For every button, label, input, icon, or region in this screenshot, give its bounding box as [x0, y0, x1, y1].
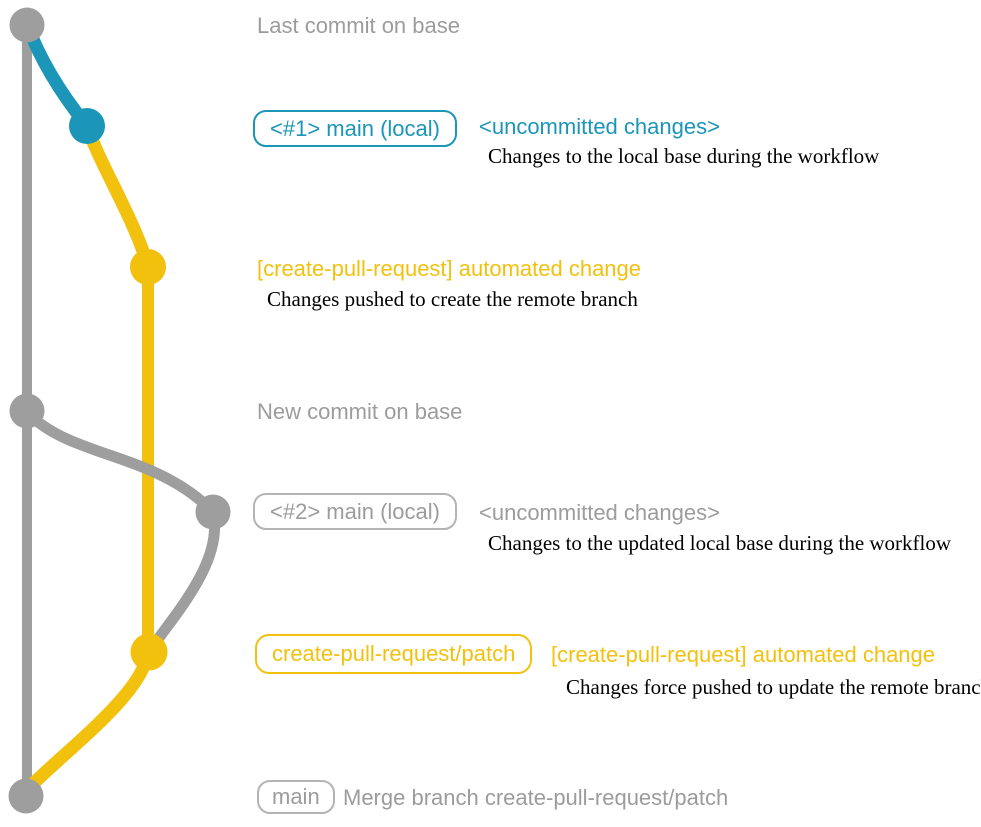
commit-message-merge: Merge branch create-pull-request/patch	[343, 785, 729, 810]
patch-merge-curve	[22, 650, 155, 795]
main-local-branch-curve-3	[145, 510, 221, 654]
commit-dot-last-base	[9, 7, 45, 43]
commit-dot-merge	[8, 778, 44, 814]
branch-label-main-local-2: <#2> main (local)	[253, 493, 457, 530]
commit-dot-automated-change-1	[130, 249, 166, 285]
caption-automated-change-2: Changes force pushed to update the remot…	[566, 675, 981, 699]
git-graph	[8, 7, 231, 814]
branch-label-main-local-2-text: <#2> main (local)	[270, 498, 440, 524]
branch-label-patch: create-pull-request/patch	[255, 634, 533, 674]
commit-message-uncommitted-1: <uncommitted changes>	[479, 114, 720, 139]
branch-label-patch-text: create-pull-request/patch	[272, 641, 516, 666]
caption-uncommitted-2: Changes to the updated local base during…	[488, 531, 952, 555]
patch-branch-curve-1	[80, 123, 155, 269]
branch-label-main-local-1: <#1> main (local)	[253, 110, 457, 147]
commit-dot-uncommitted-2	[195, 494, 231, 530]
commit-message-automated-change-2: [create-pull-request] automated change	[551, 642, 936, 667]
branch-label-main-local-1-text: <#1> main (local)	[270, 115, 440, 141]
commit-message-last-base: Last commit on base	[257, 13, 460, 38]
caption-automated-change-1: Changes pushed to create the remote bran…	[267, 287, 638, 311]
commit-message-uncommitted-2: <uncommitted changes>	[479, 500, 720, 525]
branch-label-main: main	[257, 780, 335, 814]
main-local-branch-curve-2	[22, 408, 217, 516]
commit-dot-new-base	[9, 393, 45, 429]
branch-label-main-text: main	[272, 784, 320, 809]
commit-dot-uncommitted-1	[69, 108, 105, 144]
caption-uncommitted-1: Changes to the local base during the wor…	[488, 144, 880, 168]
commit-message-new-base: New commit on base	[257, 399, 463, 424]
commit-dot-automated-change-2	[130, 633, 168, 671]
commit-message-automated-change-1: [create-pull-request] automated change	[257, 256, 642, 281]
